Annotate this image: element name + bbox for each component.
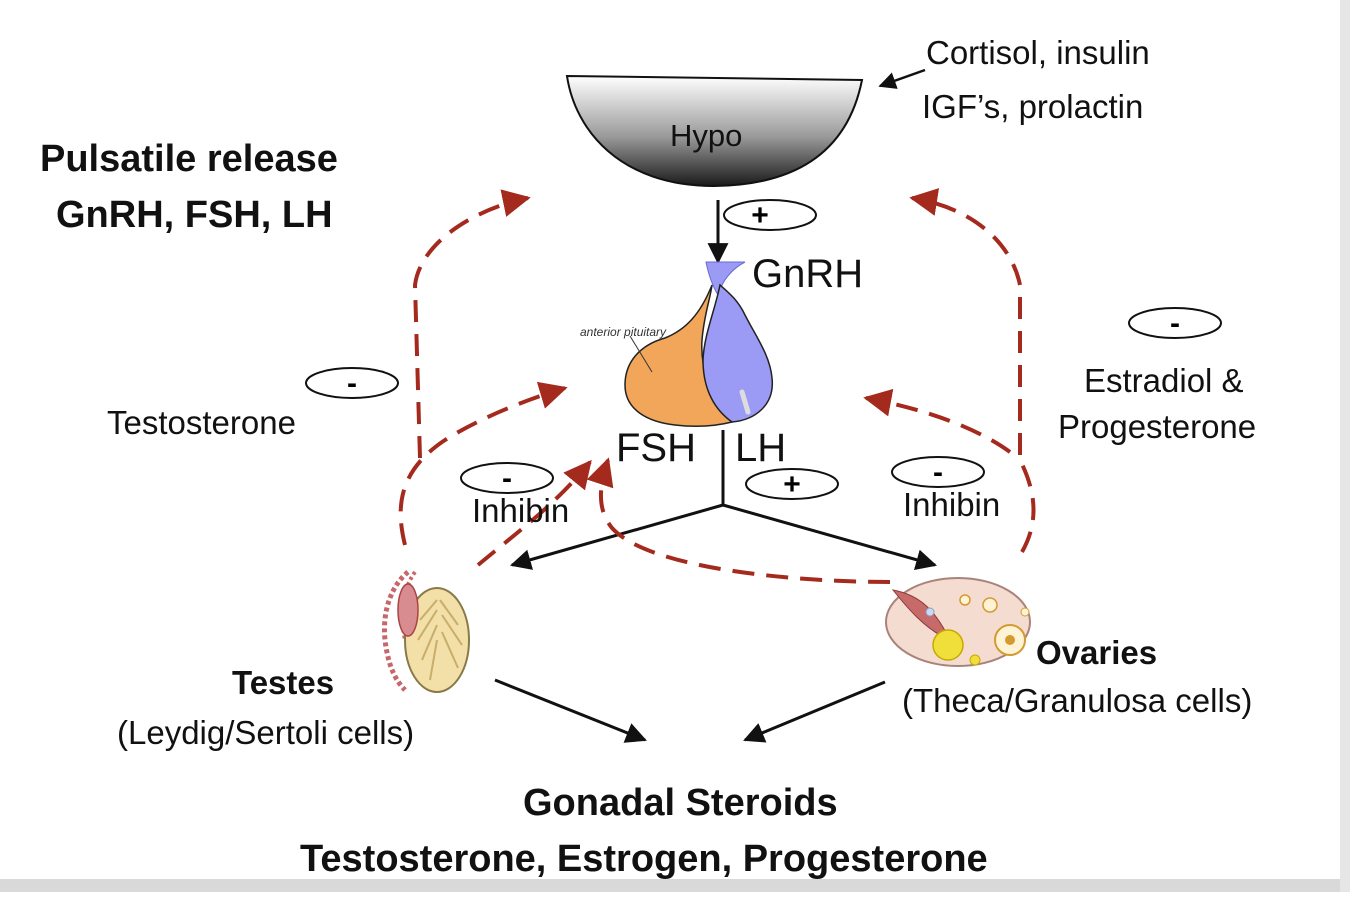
estradiol-sign-text: -	[1170, 307, 1180, 340]
branch-to-ovaries	[722, 503, 938, 570]
ovaries-label: Ovaries	[1036, 634, 1158, 671]
estradiol-feedback-arrow	[909, 188, 1022, 455]
estradiol-minus-sign	[1128, 307, 1222, 339]
window-bottom-strip	[0, 879, 1340, 892]
gnrh-sign-text: +	[751, 199, 769, 232]
pulsatile-title-line-2: GnRH, FSH, LH	[56, 194, 333, 236]
pituitary-small-label: anterior pituitary	[580, 325, 667, 339]
testosterone-feedback-arrow	[412, 189, 531, 459]
gnrh-label: GnRH	[752, 252, 864, 296]
hypothalamus-label: Hypo	[670, 118, 743, 153]
modulator-line-2: IGF’s, prolactin	[922, 88, 1144, 125]
hypothalamus-shape	[565, 74, 864, 188]
inhibin-right-arrow	[863, 388, 1012, 454]
lh-plus-sign	[745, 468, 839, 500]
gnrh-plus-sign	[723, 199, 817, 231]
steroids-list: Testosterone, Estrogen, Progesterone	[300, 838, 988, 880]
modulator-line-1: Cortisol, insulin	[926, 34, 1150, 71]
ovary-to-pituitary-arrow	[586, 457, 891, 584]
testosterone-label: Testosterone	[107, 404, 296, 441]
estradiol-label-line-2: Progesterone	[1058, 408, 1257, 445]
testosterone-minus-sign	[305, 367, 399, 399]
testosterone-sign-text: -	[347, 367, 357, 400]
inhibin-left-minus-sign	[460, 462, 554, 494]
inhibin-left-sign-text: -	[502, 462, 512, 495]
fsh-label: FSH	[616, 426, 696, 470]
inhibin-right-minus-sign	[891, 456, 985, 488]
steroids-title: Gonadal Steroids	[523, 782, 838, 824]
testes-label: Testes	[232, 664, 335, 701]
testes-cells-label: (Leydig/Sertoli cells)	[117, 714, 415, 751]
lh-label: LH	[735, 426, 787, 470]
modulator-arrow	[878, 68, 926, 89]
ovaries-cells-label: (Theca/Granulosa cells)	[902, 682, 1253, 719]
lh-sign-text: +	[783, 468, 801, 501]
pituitary-illustration	[624, 261, 773, 427]
inhibin-right-label: Inhibin	[903, 486, 1001, 523]
inhibin-left-label: Inhibin	[472, 492, 570, 529]
inhibin-left-arrow	[476, 459, 592, 567]
pulsatile-title-line-1: Pulsatile release	[40, 138, 338, 180]
testes-to-pituitary-arrow	[398, 381, 568, 546]
inhibin-right-sign-text: -	[933, 456, 943, 489]
testes-illustration	[381, 570, 470, 693]
window-edge-strip	[1340, 0, 1350, 892]
ovaries-to-steroids-arrow	[743, 680, 886, 743]
estradiol-label-line-1: Estradiol &	[1084, 362, 1244, 399]
ovaries-illustration	[885, 577, 1031, 667]
ovary-side-feedback-line	[1018, 459, 1036, 553]
testes-to-steroids-arrow	[494, 678, 647, 743]
